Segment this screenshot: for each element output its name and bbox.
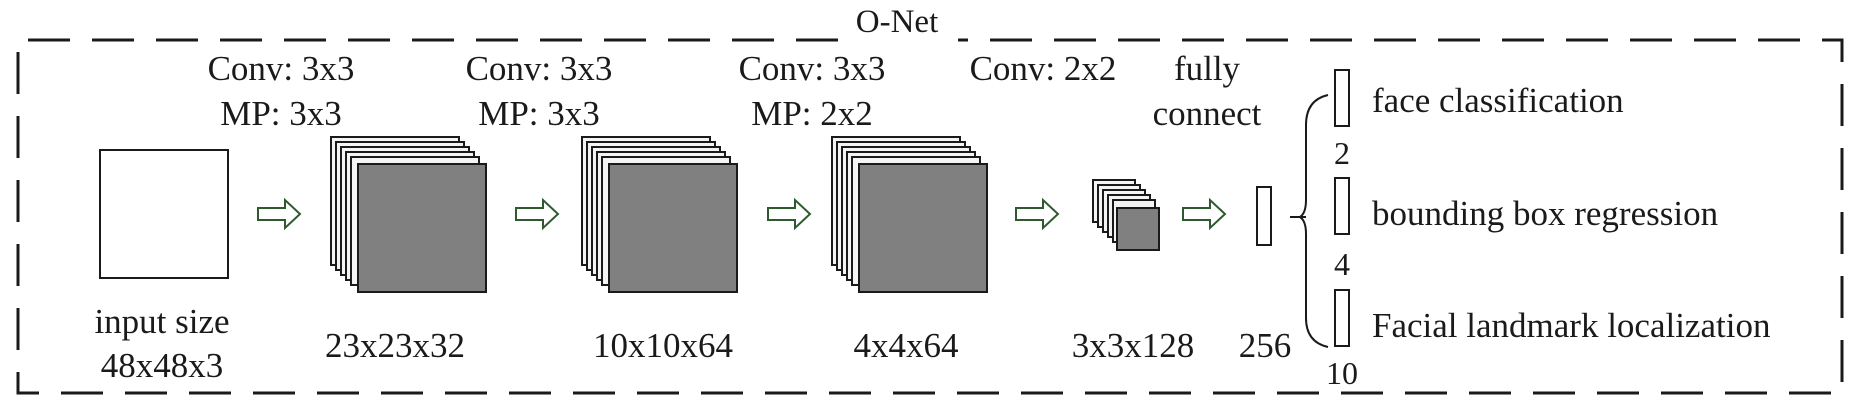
head3-label: Facial landmark localization [1372,306,1770,345]
stage2-output-size: 10x10x64 [593,326,733,365]
input-caption-line2: 48x48x3 [101,346,224,385]
stage1-feature-map-stack [330,136,487,293]
head1-label: face classification [1372,81,1624,120]
arrow-icon [515,197,560,231]
output-head-vectors [1334,69,1350,347]
input-image [99,149,229,279]
stage1-output-size: 23x23x32 [325,326,465,365]
stage2-feature-map-stack [581,136,738,293]
stage2-op-line2: MP: 3x3 [478,94,600,133]
input-caption-line1: input size [94,302,229,341]
arrow-icon [257,197,302,231]
stage4-output-size: 3x3x128 [1072,326,1195,365]
arrow-icon [1015,197,1060,231]
head2-label: bounding box regression [1372,194,1718,233]
stage3-feature-map-stack [831,136,988,293]
arrow-icon [767,197,812,231]
stage3-op-line2: MP: 2x2 [751,94,873,133]
stage2-op-line1: Conv: 3x3 [466,49,613,88]
diagram-title: O-Net [856,4,938,40]
stage4-op-line1: Conv: 2x2 [970,49,1117,88]
stage1-op-line1: Conv: 3x3 [208,49,355,88]
head3-size: 10 [1326,355,1358,391]
output-brace [1290,94,1329,348]
head1-size: 2 [1334,135,1350,171]
fc-vector [1256,186,1272,246]
flow-arrows [257,197,1227,231]
head2-size: 4 [1334,246,1350,282]
onet-frame [16,38,1844,395]
stage3-op-line1: Conv: 3x3 [739,49,886,88]
fc-op-line1: fully [1174,49,1241,88]
stage3-output-size: 4x4x64 [854,326,959,365]
stage4-feature-map-stack [1092,179,1160,251]
stage1-op-line2: MP: 3x3 [220,94,342,133]
arrow-icon [1182,197,1227,231]
fc-output-size: 256 [1239,326,1292,365]
fc-op-line2: connect [1153,94,1262,133]
